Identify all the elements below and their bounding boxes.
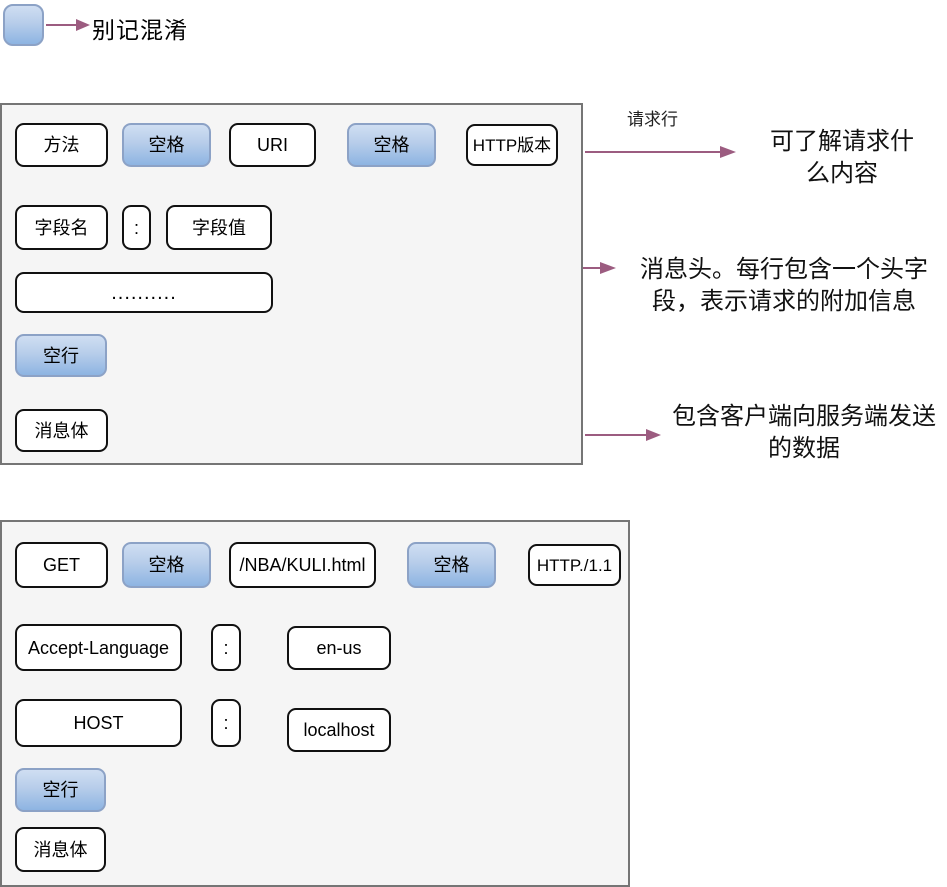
request-example-panel: GET 空格 /NBA/KULI.html 空格 HTTP./1.1 Accep…: [0, 520, 630, 887]
box2-uri-chip: /NBA/KULI.html: [229, 542, 376, 588]
box1-field-name-chip: 字段名: [15, 205, 108, 250]
box2-method-chip: GET: [15, 542, 108, 588]
box1-field-value-chip: 字段值: [166, 205, 272, 250]
body-arrow: [585, 429, 661, 441]
box1-more-headers-chip: ..........: [15, 272, 273, 313]
box1-uri-chip: URI: [229, 123, 316, 167]
request-line-label: 请求行: [627, 110, 678, 129]
request-line-arrow: [585, 146, 736, 158]
legend-blue-swatch: [3, 4, 44, 46]
box1-blank-line-chip: 空行: [15, 334, 107, 377]
box1-colon-chip: :: [122, 205, 151, 250]
headers-note: 消息头。每行包含一个头字 段，表示请求的附加信息: [640, 256, 928, 315]
box1-space1-chip: 空格: [122, 123, 211, 167]
box2-header2-value-chip: localhost: [287, 708, 391, 752]
legend-arrow: [46, 19, 90, 31]
box2-blank-line-chip: 空行: [15, 768, 106, 812]
box2-header1-name-chip: Accept-Language: [15, 624, 182, 671]
box1-body-chip: 消息体: [15, 409, 108, 452]
body-note: 包含客户端向服务端发送 的数据: [672, 403, 936, 462]
box2-header1-value-chip: en-us: [287, 626, 391, 670]
box2-body-chip: 消息体: [15, 827, 106, 872]
box2-space1-chip: 空格: [122, 542, 211, 588]
box2-header2-colon-chip: :: [211, 699, 241, 747]
request-line-note: 可了解请求什 么内容: [770, 128, 914, 187]
box1-version-chip: HTTP版本: [466, 124, 558, 166]
box2-space2-chip: 空格: [407, 542, 496, 588]
box1-method-chip: 方法: [15, 123, 108, 167]
box2-header2-name-chip: HOST: [15, 699, 182, 747]
request-structure-panel: 方法 空格 URI 空格 HTTP版本 字段名 : 字段值 ..........…: [0, 103, 583, 465]
box2-version-chip: HTTP./1.1: [528, 544, 621, 586]
box2-header1-colon-chip: :: [211, 624, 241, 671]
box1-space2-chip: 空格: [347, 123, 436, 167]
legend-note: 别记混淆: [92, 17, 188, 43]
